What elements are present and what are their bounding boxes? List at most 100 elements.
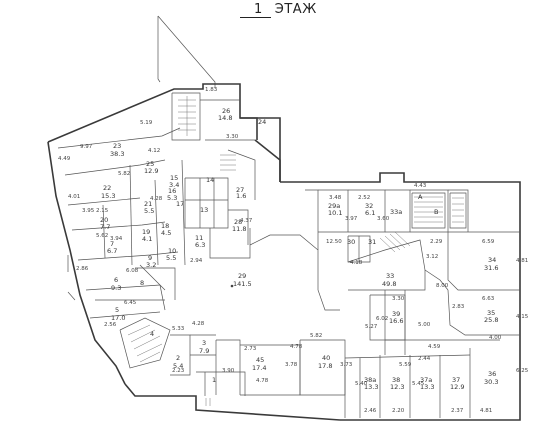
dimension: 2.44 (418, 356, 431, 362)
svg-text:17.8: 17.8 (318, 362, 332, 370)
svg-text:9: 9 (148, 254, 152, 262)
dimension: 5.45 (412, 381, 425, 387)
room-9: 93.2 (146, 254, 156, 269)
svg-text:26: 26 (222, 107, 230, 115)
room-5: 517.0 (111, 306, 125, 322)
dimension: 2.23 (172, 368, 185, 374)
room-10: 105.5 (166, 247, 176, 262)
dimension: 8.00 (436, 283, 449, 289)
svg-text:6.3: 6.3 (195, 241, 205, 249)
stair-b: В (434, 208, 438, 216)
svg-text:14: 14 (206, 176, 214, 184)
dimension: 3.90 (222, 368, 235, 374)
room-6: 69.3 (111, 276, 121, 292)
dimension: 6.63 (482, 296, 495, 302)
svg-text:16.6: 16.6 (389, 317, 403, 325)
dimension: 3.95 (82, 208, 95, 214)
dimension: 4.01 (68, 194, 80, 200)
dimension: 5.62 (96, 233, 108, 239)
svg-text:24: 24 (258, 118, 266, 126)
svg-text:31: 31 (368, 238, 376, 246)
exterior-walls (47, 83, 521, 421)
room-16: 165.3 (167, 187, 177, 202)
svg-text:12.9: 12.9 (144, 167, 158, 175)
dimension: 5.33 (172, 326, 185, 332)
svg-text:17.4: 17.4 (252, 364, 266, 372)
dimension: 5.27 (365, 324, 378, 330)
svg-text:9.3: 9.3 (111, 284, 121, 292)
svg-text:2: 2 (176, 354, 180, 362)
svg-text:7.9: 7.9 (199, 347, 209, 355)
svg-text:10: 10 (168, 247, 176, 255)
svg-text:7: 7 (110, 240, 114, 248)
svg-text:25: 25 (146, 160, 154, 168)
dimension: 3.97 (345, 216, 358, 222)
svg-text:25.8: 25.8 (484, 316, 498, 324)
dimension: 4.37 (240, 218, 253, 224)
dimension: 5.59 (399, 362, 412, 368)
svg-text:5.4: 5.4 (173, 362, 183, 370)
room-17: 17 (176, 200, 184, 208)
svg-text:12.3: 12.3 (390, 383, 404, 391)
svg-text:28: 28 (234, 218, 242, 226)
dimension: 3.60 (377, 216, 390, 222)
dimension: 2.86 (76, 266, 89, 272)
dimension: 4.78 (290, 344, 303, 350)
room-20: 207.7 (100, 216, 110, 231)
svg-text:141.5: 141.5 (233, 280, 252, 288)
svg-text:40: 40 (322, 354, 330, 362)
dimension: 4.59 (428, 344, 441, 350)
partitions (57, 92, 520, 418)
svg-text:3.2: 3.2 (146, 261, 156, 269)
svg-text:38а: 38а (364, 376, 376, 384)
svg-text:5.3: 5.3 (167, 194, 177, 202)
room-3: 37.9 (199, 339, 209, 355)
svg-text:36: 36 (488, 370, 496, 378)
dimension: 5.40 (355, 381, 368, 387)
dimension: 4.15 (516, 314, 529, 320)
dimension: 3.94 (110, 236, 123, 242)
svg-text:4.5: 4.5 (161, 229, 171, 237)
room-1: 1 (212, 376, 216, 384)
dimension: 2.46 (364, 408, 377, 414)
svg-text:39: 39 (392, 310, 400, 318)
svg-text:6: 6 (114, 276, 118, 284)
dimension: 5.19 (140, 120, 153, 126)
svg-text:13: 13 (200, 206, 208, 214)
svg-text:17: 17 (176, 200, 184, 208)
svg-text:30: 30 (347, 238, 355, 246)
room-4: 4 (150, 330, 154, 338)
dimension: 4.81 (480, 408, 492, 414)
svg-text:10.1: 10.1 (328, 209, 342, 217)
dimension: 4.43 (414, 183, 427, 189)
site-boundary (67, 15, 216, 301)
svg-text:8: 8 (140, 279, 144, 287)
svg-text:45: 45 (256, 356, 264, 364)
entrance-markers (205, 284, 234, 406)
dimension: 2.20 (392, 408, 405, 414)
dimension: 2.94 (190, 258, 203, 264)
dimension: 2.73 (244, 346, 257, 352)
svg-text:1.6: 1.6 (236, 192, 246, 200)
stair-treads (127, 96, 464, 363)
dimension: 4.12 (148, 148, 160, 154)
svg-text:14.8: 14.8 (218, 114, 232, 122)
svg-text:3: 3 (202, 339, 206, 347)
dimension: 3.12 (426, 254, 438, 260)
room-18: 184.5 (161, 222, 171, 237)
dimension: 3.73 (340, 362, 353, 368)
svg-text:4.1: 4.1 (142, 235, 152, 243)
svg-text:37а: 37а (420, 376, 432, 384)
